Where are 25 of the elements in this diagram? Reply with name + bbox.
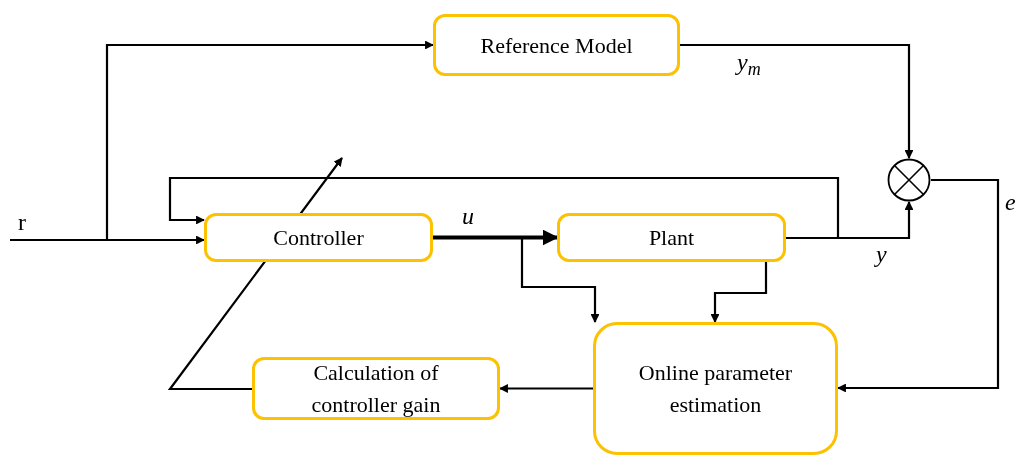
arrow bbox=[433, 236, 600, 323]
arrow bbox=[168, 176, 840, 240]
arrow bbox=[837, 178, 1000, 393]
process-box bbox=[204, 213, 433, 262]
block-label: Plant bbox=[648, 224, 695, 252]
signal-label: y$_{m}$ bbox=[737, 50, 761, 74]
arrow bbox=[680, 43, 914, 159]
arrow bbox=[710, 262, 768, 323]
signal-label: r bbox=[18, 210, 26, 234]
signal-label: e bbox=[1005, 190, 1016, 214]
process-box bbox=[593, 322, 838, 455]
block-label: Calculation of controller gain bbox=[310, 358, 442, 419]
signal-label: y bbox=[876, 242, 887, 266]
block-label: Controller bbox=[273, 224, 364, 252]
signal-label: u bbox=[462, 204, 474, 228]
arrow bbox=[499, 384, 593, 393]
process-box bbox=[252, 357, 500, 420]
arrow bbox=[10, 235, 205, 245]
process-box bbox=[433, 14, 680, 76]
summing-junction bbox=[887, 158, 931, 202]
block-label: Reference Model bbox=[480, 31, 633, 60]
block-label: Online parameter estimation bbox=[637, 358, 794, 419]
process-box bbox=[557, 213, 786, 262]
arrow bbox=[105, 40, 434, 240]
arrow bbox=[433, 229, 559, 246]
